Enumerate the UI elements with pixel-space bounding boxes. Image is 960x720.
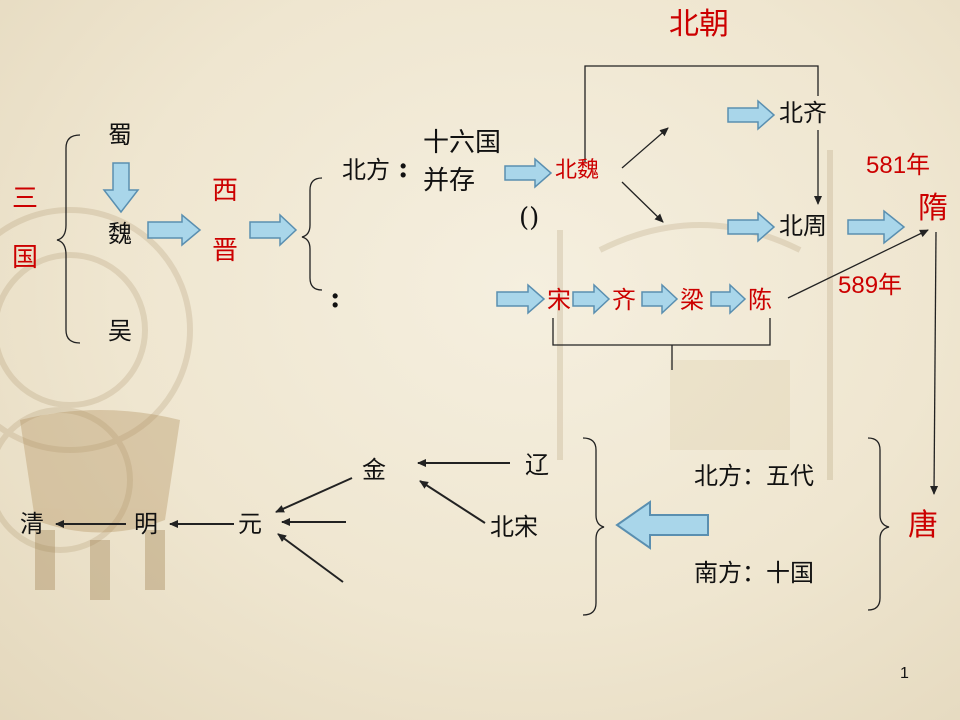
beizhou-label: 北周 — [779, 212, 827, 240]
paren-placeholder: () — [519, 203, 540, 233]
shu-label: 蜀 — [108, 121, 132, 149]
shiliuguo-line2: 并存 — [423, 166, 476, 196]
sanguo-char2: 国 — [12, 243, 39, 273]
song-label: 宋 — [547, 286, 571, 314]
beizhou-to-sui-arrow — [847, 209, 906, 245]
liao-label: 辽 — [525, 451, 549, 479]
beiwei-to-beiqi-line — [621, 127, 669, 169]
sui-to-tang-line — [930, 231, 939, 495]
to-beiqi-arrow — [727, 99, 776, 131]
qing-label: 清 — [20, 510, 44, 538]
beichao-label: 北朝 — [669, 7, 729, 42]
to-beizhou-arrow — [727, 211, 776, 243]
shu-to-wei-arrow — [102, 162, 140, 214]
ming-label: 明 — [134, 510, 158, 538]
year-581: 581年 — [866, 152, 931, 179]
page-number: 1 — [900, 665, 909, 682]
tang-bracket — [867, 437, 890, 611]
qi-to-liang-arrow — [641, 283, 679, 315]
bronze-cauldron-icon — [20, 410, 180, 600]
jin-to-yuan-line — [275, 477, 353, 513]
to-song-arrow — [496, 283, 546, 315]
wei-to-xijin-arrow — [147, 213, 202, 247]
beisong-label: 北宋 — [490, 513, 538, 541]
tang-north-label: 北方：五代 — [694, 462, 814, 490]
wu-label: 吴 — [108, 317, 132, 345]
sanguo-bracket — [56, 134, 81, 344]
nan-qi-label: 齐 — [612, 286, 636, 314]
to-yuan-line-3 — [277, 533, 344, 583]
nanchao-bracket — [552, 318, 771, 370]
shiliuguo-line1: 十六国 — [423, 128, 502, 158]
xijin-to-split-arrow — [249, 213, 298, 247]
beichao-bracket — [584, 65, 819, 162]
tang-label: 唐 — [908, 508, 938, 543]
sanguo-char1: 三 — [12, 184, 39, 214]
north-colon: : — [398, 151, 409, 184]
chen-label: 陈 — [748, 286, 772, 314]
year-589: 589年 — [838, 272, 903, 299]
liang-to-chen-arrow — [710, 283, 747, 315]
shiliuguo-to-beiwei-arrow — [504, 157, 553, 189]
north-south-bracket — [301, 177, 323, 291]
beiqi-label: 北齐 — [779, 99, 827, 127]
south-colon: : — [330, 281, 341, 314]
xijin-char1: 西 — [212, 176, 239, 206]
chen-to-sui-line — [787, 229, 929, 299]
song-to-qi-arrow — [572, 283, 611, 315]
liao-song-bracket — [582, 437, 605, 616]
liang-label: 梁 — [680, 286, 704, 314]
north-label: 北方 — [342, 156, 390, 184]
jin-label: 金 — [362, 456, 386, 484]
tang-to-song-arrow — [615, 500, 709, 550]
tang-south-label: 南方：十国 — [694, 559, 814, 587]
yuan-label: 元 — [238, 510, 262, 538]
wei-label: 魏 — [108, 220, 132, 248]
beiwei-label: 北魏 — [555, 158, 600, 183]
xijin-char2: 晋 — [212, 236, 239, 266]
beiwei-to-beizhou-line — [621, 181, 664, 223]
sui-label: 隋 — [918, 191, 948, 226]
beisong-to-jin-line — [419, 480, 486, 524]
